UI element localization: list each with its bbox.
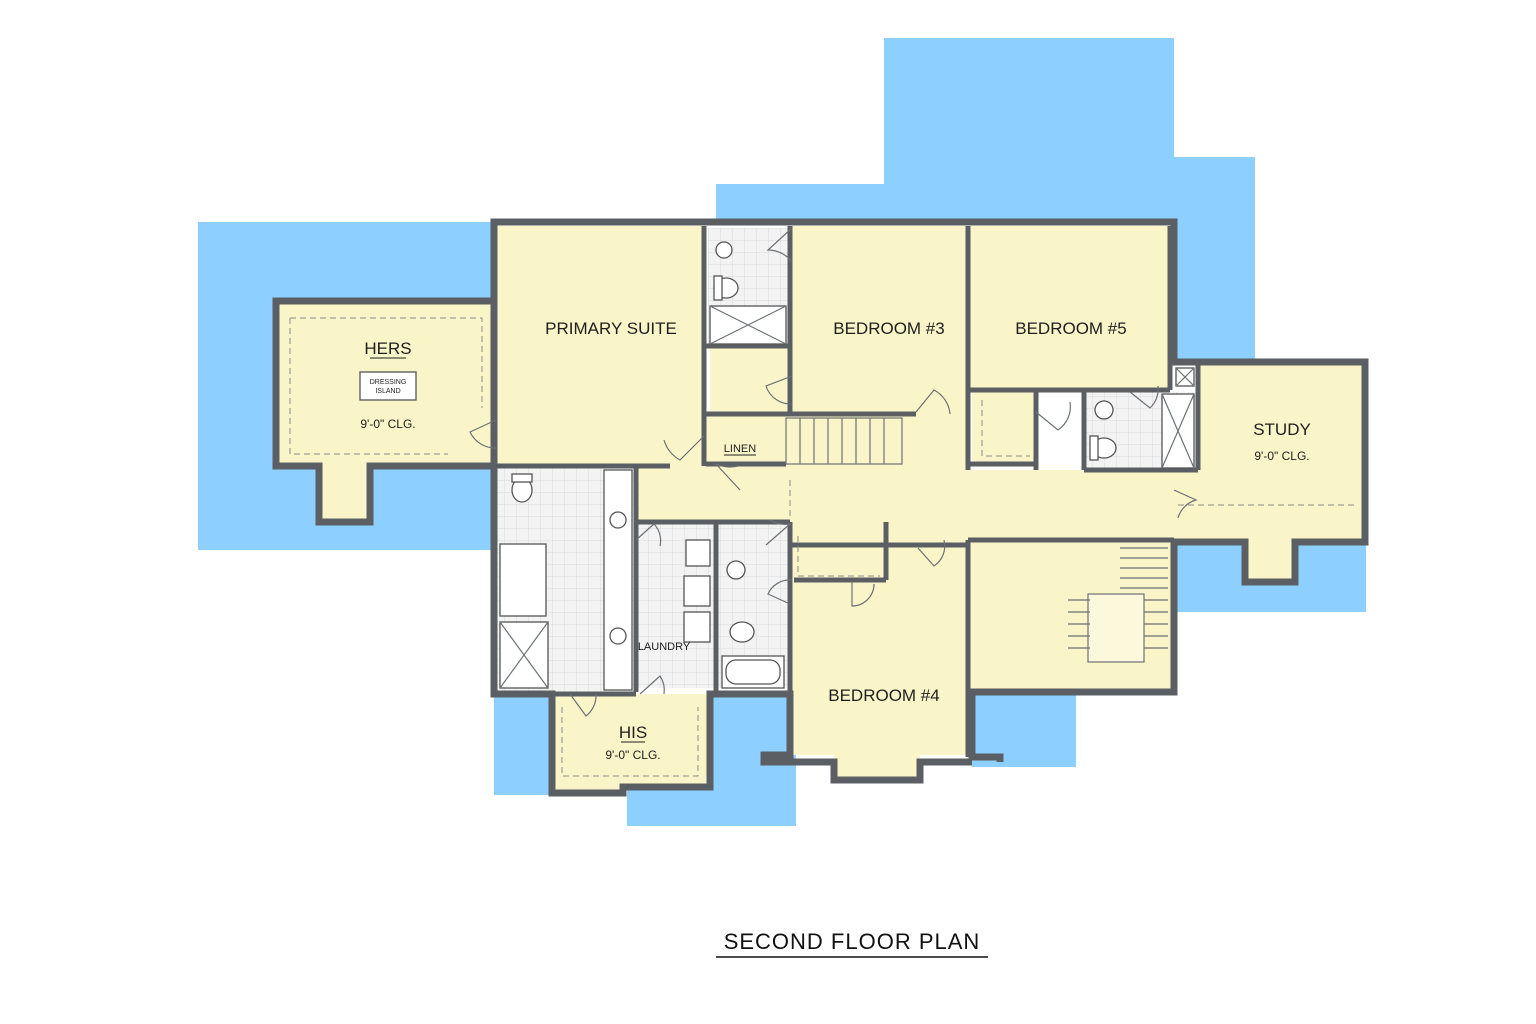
doors: [469, 227, 1198, 717]
roof-bottom-right: [972, 694, 1076, 767]
room-label-hers: HERS: [364, 339, 411, 358]
linen-floor: [708, 416, 784, 464]
closet-dashes: [289, 317, 1356, 777]
room-label-bedroom4: BEDROOM #4: [828, 686, 939, 705]
fixtures: [359, 241, 1195, 691]
study-floor: [1198, 364, 1362, 579]
room-label-his: HIS: [619, 723, 647, 742]
closet-b3-floor: [710, 348, 790, 414]
dressing-island-line1: DRESSING: [370, 379, 407, 386]
plan-title: SECOND FLOOR PLAN: [724, 929, 981, 954]
primary-suite-floor: [497, 226, 703, 466]
his-ceiling: 9'-0" CLG.: [605, 748, 660, 762]
study-ceiling: 9'-0" CLG.: [1254, 449, 1309, 463]
closet-b5-floor: [972, 392, 1036, 464]
room-label-study: STUDY: [1253, 420, 1311, 439]
bedroom4-floor: [790, 545, 968, 778]
hers-ceiling: 9'-0" CLG.: [360, 417, 415, 431]
closet-b4-floor: [794, 522, 886, 580]
dressing-island-line2: ISLAND: [375, 388, 400, 395]
room-label-laundry: LAUNDRY: [638, 641, 691, 653]
room-label-bedroom3: BEDROOM #3: [833, 319, 944, 338]
room-label-bedroom5: BEDROOM #5: [1015, 319, 1126, 338]
bedroom3-floor: [790, 226, 968, 414]
labels: HERS DRESSING ISLAND 9'-0" CLG. PRIMARY …: [360, 319, 1311, 958]
room-label-primary-suite: PRIMARY SUITE: [545, 319, 677, 338]
interior-walls: [497, 226, 1201, 757]
bedroom5-floor: [968, 226, 1170, 390]
wall-hers: [272, 297, 498, 526]
dressing-island: [359, 371, 417, 401]
stairs: [785, 417, 1168, 663]
roof-top-right: [716, 38, 1255, 365]
roof-bottom-left: [494, 694, 552, 795]
room-label-linen: LINEN: [724, 443, 756, 455]
wall-main-outline: [490, 218, 1369, 762]
